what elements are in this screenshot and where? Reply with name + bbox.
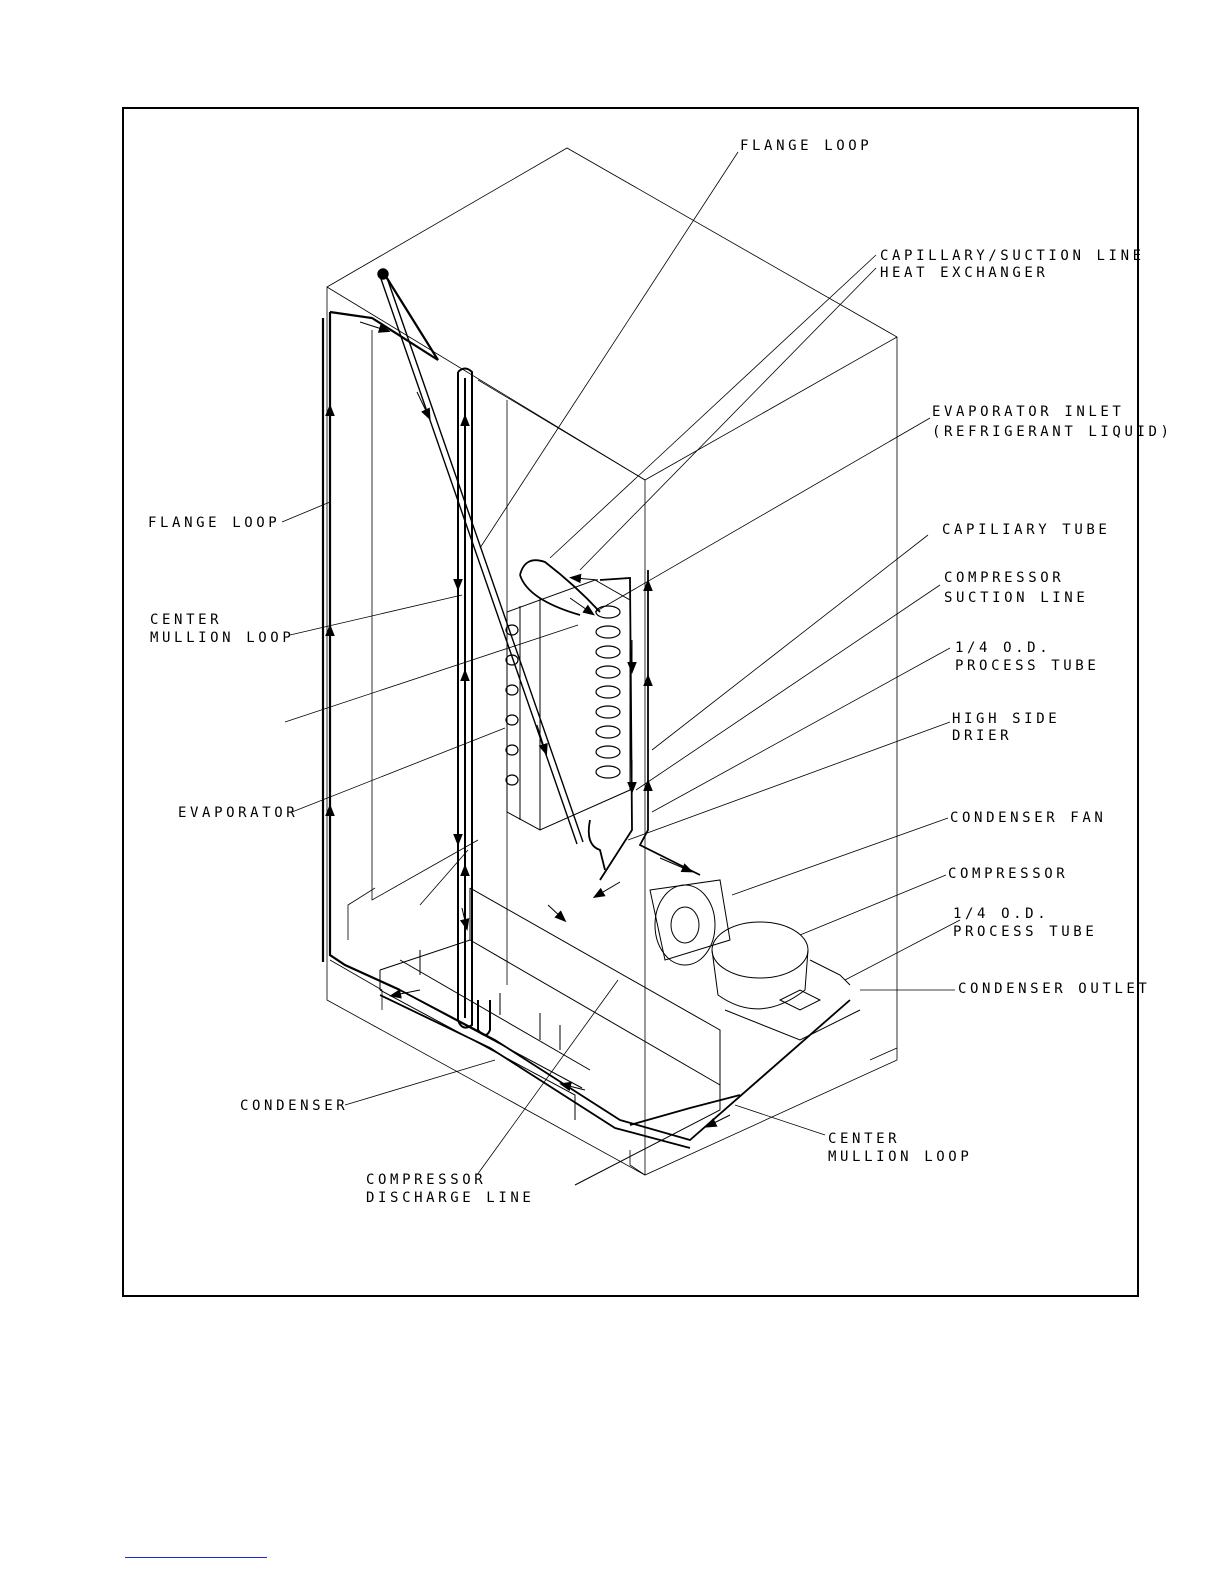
label-compressor-suction-1: COMPRESSOR: [944, 570, 1065, 586]
label-evaporator-inlet: EVAPORATOR INLET: [932, 404, 1125, 420]
label-center-mullion-loop-left-1: CENTER: [150, 612, 223, 628]
label-center-mullion-loop-left-2: MULLION LOOP: [150, 630, 295, 646]
label-center-mullion-loop-lower-1: CENTER: [828, 1131, 901, 1147]
leader-lines: [281, 151, 961, 1176]
label-compressor-discharge-1: COMPRESSOR: [366, 1172, 487, 1188]
capillary-suction-lines: [519, 559, 701, 881]
label-heat-exchanger: HEAT EXCHANGER: [880, 265, 1049, 281]
flow-arrows: [325, 321, 731, 1128]
label-process-tube-upper-1: 1/4 O.D.: [955, 640, 1052, 656]
label-capillary-tube: CAPILIARY TUBE: [942, 522, 1111, 538]
center-mullion-loop-tube: [457, 367, 491, 1036]
label-condenser: CONDENSER: [240, 1098, 349, 1114]
footer-rule: [125, 1557, 267, 1558]
cabinet-outline: [326, 147, 898, 1176]
label-high-side-drier-2: DRIER: [952, 728, 1013, 744]
label-center-mullion-loop-lower-2: MULLION LOOP: [828, 1149, 973, 1165]
label-refrigerant-liquid: (REFRIGERANT LIQUID): [932, 424, 1173, 440]
condenser-coil: [379, 887, 721, 1186]
label-process-tube-lower-2: PROCESS TUBE: [953, 924, 1098, 940]
label-process-tube-lower-1: 1/4 O.D.: [953, 906, 1050, 922]
diagonal-tube: [377, 268, 584, 845]
evaporator-coil: [505, 579, 631, 831]
label-compressor-discharge-2: DISCHARGE LINE: [366, 1190, 535, 1206]
label-process-tube-upper-2: PROCESS TUBE: [955, 658, 1100, 674]
label-condenser-fan: CONDENSER FAN: [950, 810, 1107, 826]
compressor-body: [711, 921, 861, 1041]
condenser-fan: [649, 879, 731, 966]
label-condenser-outlet: CONDENSER OUTLET: [958, 981, 1151, 997]
flange-loop-tube: [321, 274, 439, 992]
label-evaporator: EVAPORATOR: [178, 805, 299, 821]
label-high-side-drier-1: HIGH SIDE: [952, 711, 1061, 727]
label-flange-loop-left: FLANGE LOOP: [148, 515, 281, 531]
label-flange-loop-top: FLANGE LOOP: [740, 138, 873, 154]
label-compressor: COMPRESSOR: [948, 866, 1069, 882]
label-compressor-suction-2: SUCTION LINE: [944, 590, 1089, 606]
base-tubing: [379, 989, 851, 1149]
label-capillary-suction-line: CAPILLARY/SUCTION LINE: [880, 248, 1145, 264]
figure-frame: [122, 107, 1139, 1297]
